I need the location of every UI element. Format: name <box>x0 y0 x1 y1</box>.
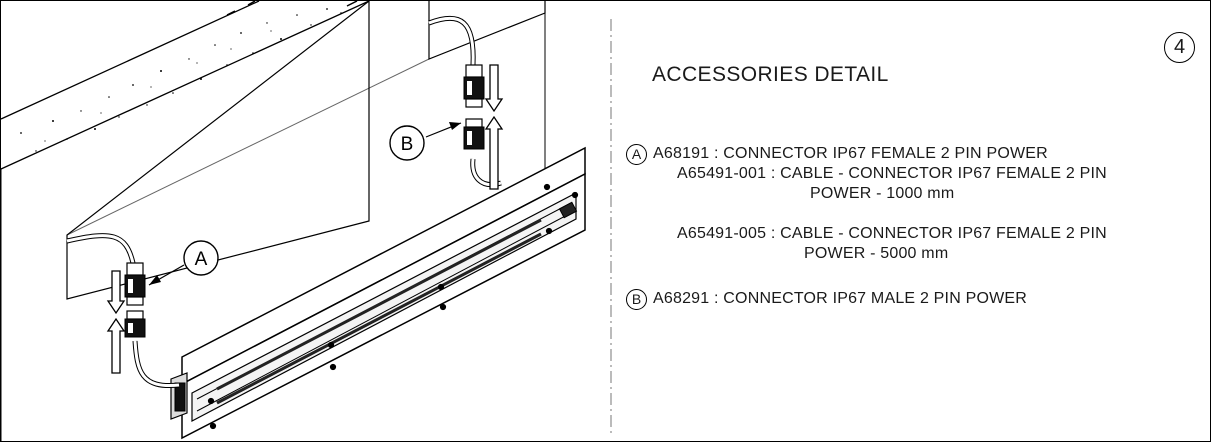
connector-b <box>463 64 485 150</box>
wall-recess <box>66 1 546 300</box>
callout-a: A <box>148 240 219 286</box>
legend-item-a: A68191 : CONNECTOR IP67 FEMALE 2 PIN POW… <box>653 145 1048 162</box>
callout-b-label: B <box>401 134 414 155</box>
callout-b: B <box>389 122 462 161</box>
cable-1000-line1: A65491-001 : CABLE - CONNECTOR IP67 FEMA… <box>677 165 1107 182</box>
connector-a <box>124 262 146 338</box>
cable-5000-line1: A65491-005 : CABLE - CONNECTOR IP67 FEMA… <box>677 225 1107 242</box>
insert-arrows-a <box>106 270 126 374</box>
cable-5000-line2: POWER - 5000 mm <box>804 245 949 262</box>
legend-badge-b: B <box>626 289 647 310</box>
cable-a <box>66 233 180 389</box>
page-title: ACCESSORIES DETAIL <box>652 63 889 86</box>
luminaire <box>170 146 586 440</box>
step-number-badge: 4 <box>1164 32 1195 63</box>
insert-arrows-b <box>484 64 504 190</box>
concrete-wall <box>1 1 370 441</box>
cable-1000-line2: POWER - 1000 mm <box>810 185 955 202</box>
legend-badge-a: A <box>626 144 647 165</box>
legend-item-b: A68291 : CONNECTOR IP67 MALE 2 PIN POWER <box>653 290 1028 307</box>
callout-a-label: A <box>195 249 208 270</box>
